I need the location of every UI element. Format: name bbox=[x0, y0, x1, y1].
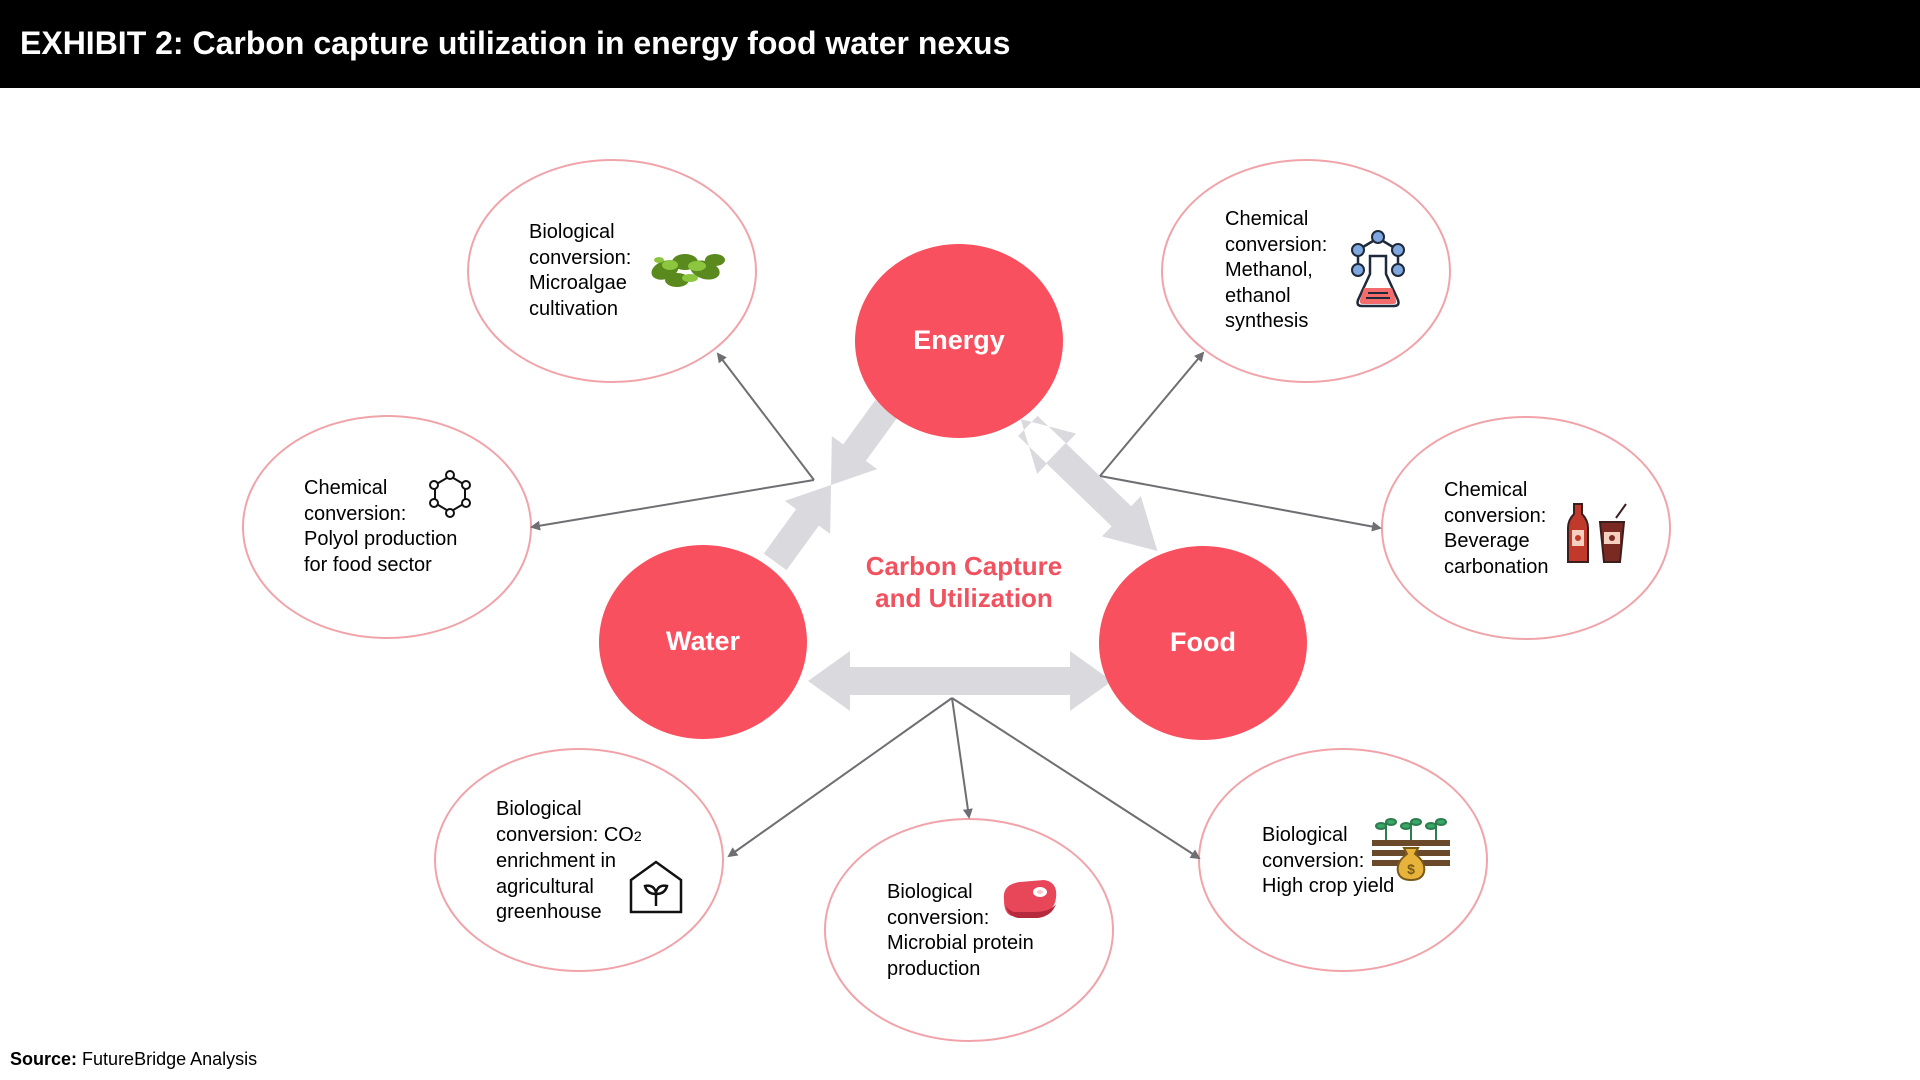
source-text: FutureBridge Analysis bbox=[82, 1049, 258, 1069]
hub-label-energy: Energy bbox=[913, 325, 1005, 355]
text-co2-prefix: conversion: CO bbox=[496, 823, 634, 846]
soda-bottle-glass-icon bbox=[1567, 503, 1627, 563]
text-line: conversion: bbox=[1262, 849, 1365, 872]
text-line: Biological bbox=[496, 798, 582, 820]
crop-money-bag-icon: $ bbox=[1372, 818, 1450, 882]
outcome-microalgae-text: Biological conversion: Microalgae cultiv… bbox=[529, 220, 631, 322]
text-line: conversion: bbox=[304, 502, 407, 525]
connector-to-protein bbox=[951, 697, 973, 819]
connector-to-microalgae bbox=[716, 352, 815, 481]
outcome-crop-text: Biological conversion: High crop yield bbox=[1262, 823, 1394, 900]
hub-energy bbox=[855, 244, 1063, 438]
text-line: Chemical bbox=[304, 477, 388, 499]
text-line: Methanol, bbox=[1225, 259, 1313, 281]
ellipse-crop bbox=[1198, 748, 1488, 972]
text-line: greenhouse bbox=[496, 901, 602, 923]
text-line: Chemical bbox=[1444, 479, 1528, 501]
text-line: carbonation bbox=[1444, 555, 1549, 578]
double-arrow-water-food bbox=[808, 651, 1112, 711]
text-line: Biological bbox=[1262, 824, 1348, 846]
text-line: agricultural bbox=[496, 875, 594, 898]
source-note: Source: FutureBridge Analysis bbox=[10, 1049, 257, 1070]
text-line: cultivation bbox=[529, 297, 618, 320]
page-title: EXHIBIT 2: Carbon capture utilization in… bbox=[20, 25, 1011, 61]
hub-label-food: Food bbox=[1170, 627, 1236, 657]
dollar-sign-glyph: $ bbox=[1407, 861, 1415, 877]
source-label: Source: bbox=[10, 1049, 78, 1069]
text-line: synthesis bbox=[1225, 310, 1309, 332]
connectors bbox=[530, 351, 1382, 860]
connector-to-beverage bbox=[1099, 475, 1382, 532]
double-arrow-energy-food bbox=[1018, 415, 1158, 551]
text-line: Microalgae bbox=[529, 272, 627, 294]
text-line: High crop yield bbox=[1262, 875, 1395, 897]
text-line: conversion: bbox=[1444, 504, 1547, 527]
center-label-line-1: Carbon Capture bbox=[865, 551, 1063, 581]
text-line: conversion: bbox=[1225, 233, 1328, 256]
center-label: Carbon Capture and Utilization bbox=[814, 550, 1114, 614]
text-co2-subscript: 2 bbox=[633, 827, 642, 844]
meat-steak-icon bbox=[1003, 880, 1057, 918]
text-line: Microbial protein bbox=[887, 932, 1034, 954]
hub-label-water: Water bbox=[665, 626, 740, 656]
outcome-methanol-text: Chemical conversion: Methanol, ethanol s… bbox=[1225, 207, 1327, 335]
connector-to-crop bbox=[951, 697, 1201, 860]
text-line: Biological bbox=[887, 881, 973, 903]
outcome-greenhouse-text: Biological conversion: CO2 enrichment in… bbox=[496, 797, 642, 926]
text-line: Polyol production bbox=[304, 528, 458, 550]
ellipse-greenhouse bbox=[434, 748, 724, 972]
outcome-polyol-text: Chemical conversion: Polyol production f… bbox=[304, 476, 457, 578]
text-line: enrichment in bbox=[496, 850, 617, 872]
center-label-line-2: and Utilization bbox=[875, 583, 1053, 613]
double-arrow-energy-water bbox=[763, 399, 899, 571]
text-line: production bbox=[887, 957, 981, 980]
hexagon-molecule-icon bbox=[429, 470, 471, 518]
connector-to-greenhouse bbox=[727, 697, 953, 858]
connector-to-polyol bbox=[530, 479, 815, 531]
greenhouse-sprout-icon bbox=[629, 860, 683, 914]
text-line: conversion: CO2 bbox=[496, 823, 642, 850]
connector-to-methanol bbox=[1099, 351, 1205, 477]
hub-water bbox=[599, 545, 807, 739]
hub-food bbox=[1099, 546, 1307, 740]
ellipse-protein bbox=[824, 818, 1114, 1042]
flask-molecule-icon bbox=[1351, 230, 1405, 308]
seaweed-icon bbox=[651, 254, 725, 287]
text-line: conversion: bbox=[887, 906, 990, 929]
outcome-beverage-text: Chemical conversion: Beverage carbonatio… bbox=[1444, 478, 1549, 580]
ellipse-microalgae bbox=[467, 159, 757, 383]
text-line: Biological bbox=[529, 221, 615, 243]
ellipse-beverage bbox=[1381, 416, 1671, 640]
text-line: Chemical bbox=[1225, 208, 1309, 230]
ellipse-methanol bbox=[1161, 159, 1451, 383]
header-bar: EXHIBIT 2: Carbon capture utilization in… bbox=[0, 0, 1920, 88]
outcome-protein-text: Biological conversion: Microbial protein… bbox=[887, 880, 1034, 982]
text-line: conversion: bbox=[529, 246, 632, 269]
text-line: Beverage bbox=[1444, 530, 1530, 552]
text-line: for food sector bbox=[304, 553, 432, 576]
text-line: ethanol bbox=[1225, 284, 1291, 307]
